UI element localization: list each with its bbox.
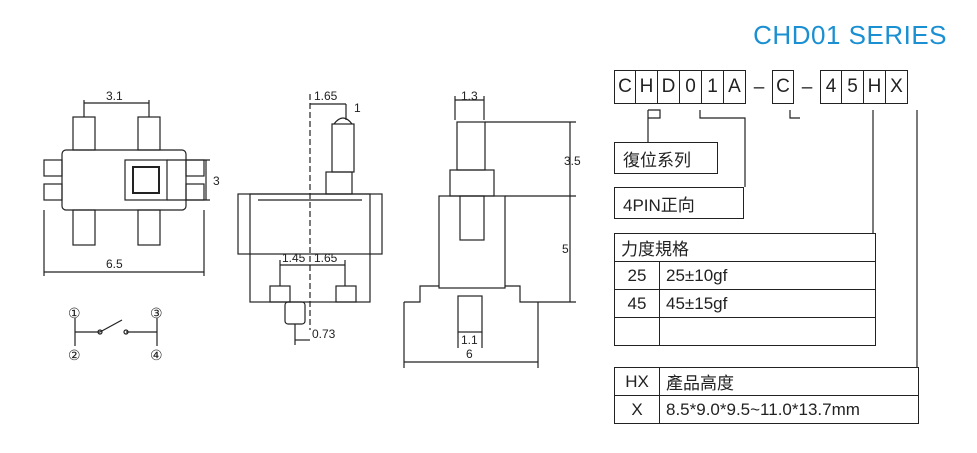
- dim-front-tip: 1: [354, 101, 361, 115]
- dim-side-actuator-height: 3.5: [564, 154, 581, 168]
- dim-top-height: 3: [213, 174, 220, 188]
- force-table-row: [614, 317, 876, 346]
- height-table-header: 產品高度: [659, 367, 919, 396]
- force-value: [659, 317, 876, 346]
- dim-front-pin-right: 1.65: [314, 251, 338, 265]
- series-title: CHD01 SERIES: [753, 20, 947, 50]
- part-number-char: H: [636, 70, 658, 104]
- part-number-separator: –: [753, 77, 765, 98]
- dim-front-actuator: 1.65: [314, 89, 338, 103]
- dim-side-body-height: 5: [562, 242, 569, 256]
- part-number-char: D: [658, 70, 680, 104]
- dim-top-width: 6.5: [106, 257, 123, 271]
- part-number-char: C: [614, 70, 636, 104]
- force-code: [614, 317, 660, 346]
- schematic-pin-2: ②: [68, 347, 81, 363]
- part-number-char: H: [864, 70, 886, 104]
- dim-side-actuator: 1.3: [461, 89, 478, 103]
- force-table-header: 力度規格: [614, 233, 876, 262]
- force-code: 45: [614, 289, 660, 318]
- part-number-char: C: [772, 70, 794, 104]
- dim-side-width: 6: [466, 347, 473, 361]
- part-number-char: 1: [702, 70, 724, 104]
- part-number-char: A: [724, 70, 746, 104]
- force-code: 25: [614, 261, 660, 290]
- part-number-char: 4: [820, 70, 842, 104]
- dim-top-pitch: 3.1: [106, 89, 123, 103]
- part-number-char: X: [886, 70, 908, 104]
- pin-direction-label: 4PIN正向: [614, 187, 744, 219]
- schematic-pin-1: ①: [68, 305, 81, 321]
- height-code: HX: [614, 367, 660, 396]
- height-row-value: 8.5*9.0*9.5~11.0*13.7mm: [659, 395, 919, 424]
- schematic-pin-4: ④: [150, 347, 163, 363]
- part-number-char: 0: [680, 70, 702, 104]
- reset-series-label: 復位系列: [614, 142, 718, 174]
- part-number-separator: –: [801, 77, 813, 98]
- height-spec-table: HX 產品高度 X 8.5*9.0*9.5~11.0*13.7mm: [614, 367, 919, 424]
- dim-front-pin-left: 1.45: [282, 251, 306, 265]
- dim-front-offset: 0.73: [312, 327, 336, 341]
- dim-side-post: 1.1: [461, 333, 478, 347]
- schematic-pin-3: ③: [150, 305, 163, 321]
- part-number-char: 5: [842, 70, 864, 104]
- height-row-code: X: [614, 395, 660, 424]
